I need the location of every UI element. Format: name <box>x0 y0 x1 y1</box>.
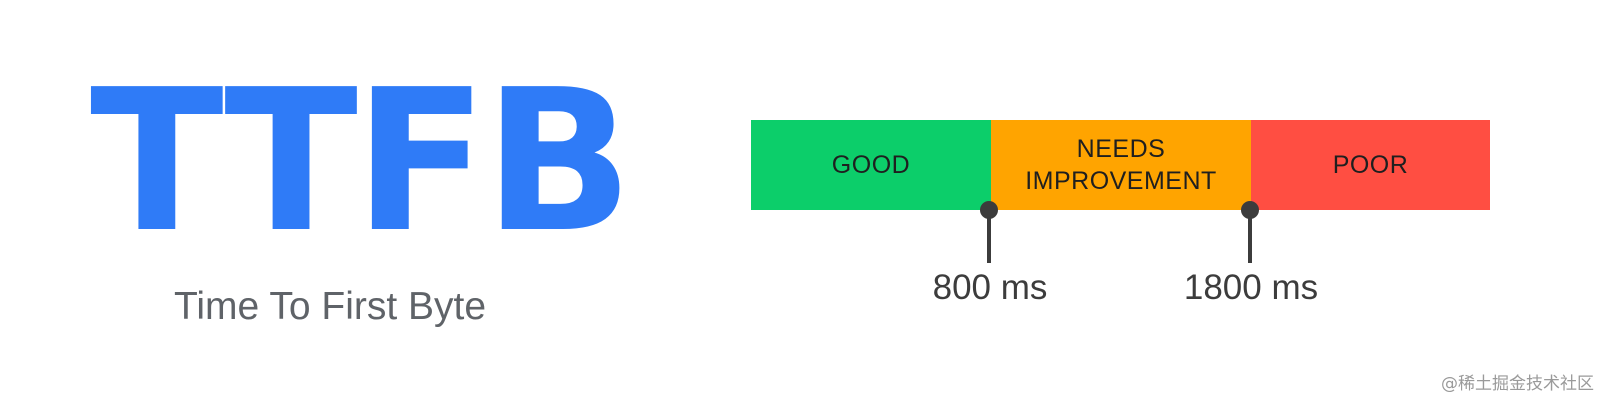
marker-stem <box>987 211 991 263</box>
metric-title: TTFB <box>90 48 633 276</box>
threshold-marker-800 <box>979 201 999 265</box>
segment-good-label: GOOD <box>831 151 911 179</box>
threshold-scale: GOOD NEEDS IMPROVEMENT POOR <box>751 120 1490 210</box>
watermark: @稀土掘金技术社区 <box>1441 374 1594 394</box>
threshold-label-800: 800 ms <box>932 268 1048 307</box>
segment-good: GOOD <box>751 120 991 210</box>
threshold-label-1800: 1800 ms <box>1183 268 1319 307</box>
marker-dot <box>1241 201 1259 219</box>
marker-dot <box>980 201 998 219</box>
marker-stem <box>1248 211 1252 263</box>
metric-subtitle: Time To First Byte <box>174 285 487 328</box>
segment-needs-improvement-label: NEEDS IMPROVEMENT <box>1025 135 1217 195</box>
segment-needs-improvement: NEEDS IMPROVEMENT <box>991 120 1251 210</box>
segment-poor-label: POOR <box>1332 151 1409 179</box>
threshold-marker-1800 <box>1240 201 1260 265</box>
segment-poor: POOR <box>1251 120 1490 210</box>
